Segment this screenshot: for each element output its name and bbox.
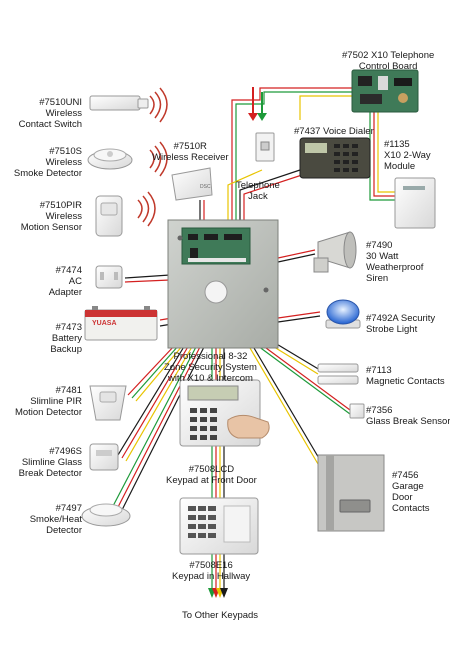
- battery-brand: YUASA: [92, 320, 117, 327]
- x10-module-image: [394, 177, 436, 229]
- magnetic-contacts-image: [317, 363, 359, 385]
- glass-break-sensor-image: [349, 403, 365, 419]
- garage-door-image: [317, 454, 385, 532]
- wireless-receiver-image: DSC: [171, 167, 213, 201]
- ac-adapter-image: [95, 265, 123, 289]
- radio-waves: [137, 87, 168, 227]
- pir-motion-detector-image: [89, 385, 127, 421]
- telephone-jack-image: [255, 132, 275, 162]
- glass-break-detector-image: [89, 443, 119, 471]
- keypad-bus-arrows: [208, 588, 228, 598]
- svg-text:DSC: DSC: [200, 184, 211, 190]
- label-voice-dialer: #7437 Voice Dialer: [294, 126, 374, 137]
- footer-to-other-keypads: To Other Keypads: [182, 610, 259, 621]
- siren-image: [313, 231, 357, 273]
- x10-control-board-image: [351, 69, 419, 113]
- battery-image: [84, 306, 158, 341]
- lcd-keypad-image: [179, 379, 270, 447]
- voice-dialer-image: [299, 137, 371, 179]
- wireless-smoke-detector-image: [87, 148, 133, 170]
- smoke-heat-detector-image: [81, 503, 131, 527]
- strobe-image: [325, 299, 361, 329]
- wireless-motion-sensor-image: [95, 195, 123, 237]
- hallway-keypad-image: [179, 497, 259, 555]
- phone-line-arrows: [248, 87, 267, 121]
- wireless-contact-switch-image: [89, 95, 149, 111]
- control-panel-cabinet: [167, 219, 279, 349]
